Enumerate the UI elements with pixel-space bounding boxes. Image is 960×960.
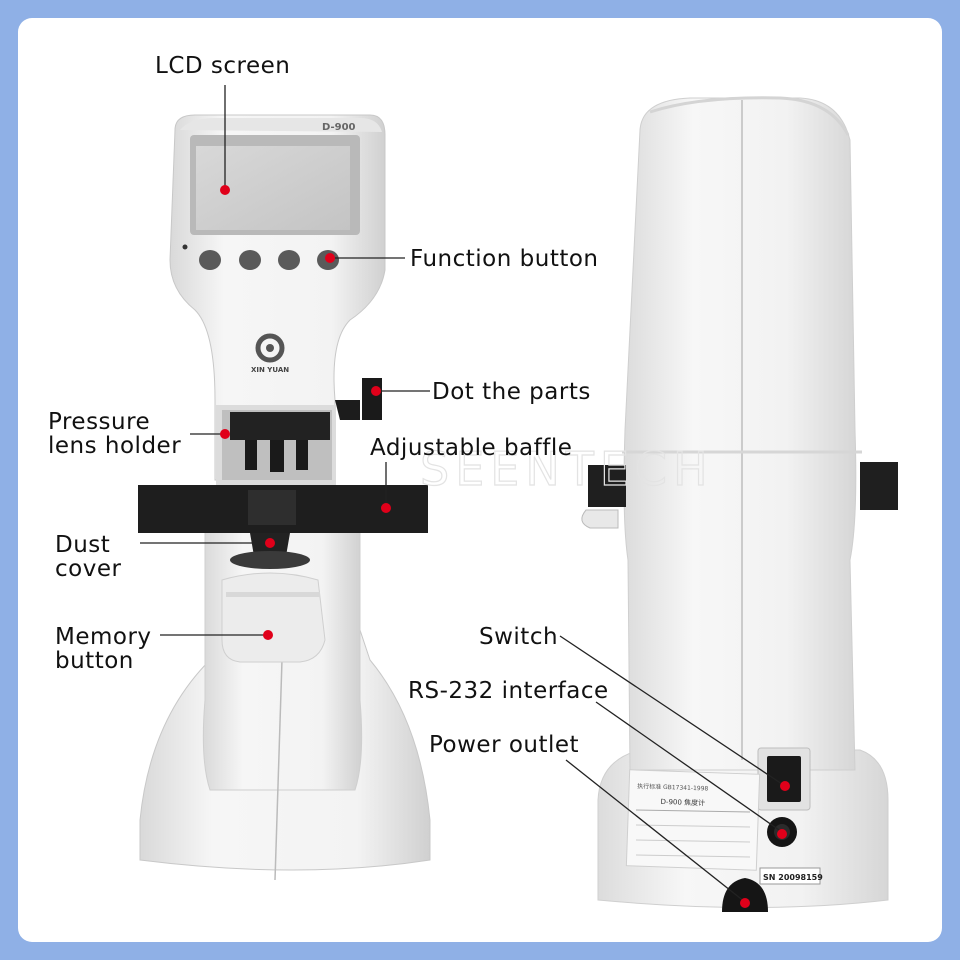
label-switch: Switch xyxy=(479,624,559,650)
marker-lcd xyxy=(220,185,230,195)
label-power-outlet: Power outlet xyxy=(429,732,580,758)
watermark: SEENTECH xyxy=(420,442,714,496)
dust-cover xyxy=(230,551,310,569)
svg-text:D-900 焦度计: D-900 焦度计 xyxy=(660,797,705,808)
product-illustration: D-900 XIN YUAN xyxy=(138,85,898,912)
label-rs232-interface: RS-232 interface xyxy=(408,678,609,704)
label-memory-button: Memory button xyxy=(55,624,152,674)
label-lcd-screen: LCD screen xyxy=(155,53,291,79)
side-handle-left xyxy=(588,465,626,507)
side-handle-right xyxy=(860,462,898,510)
serial-sticker: SN 20098159 xyxy=(759,867,823,885)
side-device: 执行标准 GB17341-1998 D-900 焦度计 SN 20098159 xyxy=(581,96,898,912)
lcd-screen xyxy=(196,146,350,230)
spec-sticker: 执行标准 GB17341-1998 D-900 焦度计 xyxy=(625,769,761,871)
front-device: D-900 XIN YUAN xyxy=(138,114,431,881)
marker-power xyxy=(740,898,750,908)
dot-the-parts-handle xyxy=(362,378,382,420)
marker-switch xyxy=(780,781,790,791)
label-adjustable-baffle: Adjustable baffle xyxy=(370,435,573,461)
marker-rs232 xyxy=(777,829,787,839)
model-label: D-900 xyxy=(322,122,356,133)
marker-lens-holder xyxy=(220,429,230,439)
label-pressure-lens-holder: Pressure lens holder xyxy=(48,409,182,459)
product-card: D-900 XIN YUAN xyxy=(18,18,942,942)
label-dot-the-parts: Dot the parts xyxy=(432,379,591,405)
brand-logo: XIN YUAN xyxy=(251,333,289,374)
svg-text:XIN YUAN: XIN YUAN xyxy=(251,366,289,374)
marker-baffle xyxy=(381,503,391,513)
power-outlet xyxy=(722,878,768,912)
svg-text:SN 20098159: SN 20098159 xyxy=(763,873,823,882)
marker-dust-cover xyxy=(265,538,275,548)
label-function-button: Function button xyxy=(410,246,599,272)
callout-markers xyxy=(220,185,790,908)
marker-dot-parts xyxy=(371,386,381,396)
leader-lines xyxy=(140,85,786,903)
marker-memory xyxy=(263,630,273,640)
label-dust-cover: Dust cover xyxy=(55,532,122,582)
marker-function xyxy=(325,253,335,263)
power-switch xyxy=(767,756,801,802)
svg-text:执行标准 GB17341-1998: 执行标准 GB17341-1998 xyxy=(637,782,709,792)
